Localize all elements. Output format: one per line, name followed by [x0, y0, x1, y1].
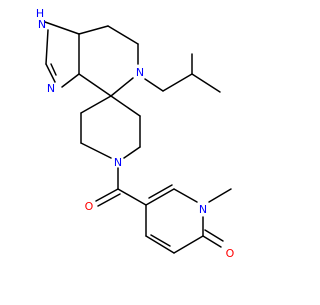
bond [61, 73, 80, 88]
bond [110, 77, 134, 97]
atom-labels: H N N N N O N O [36, 7, 235, 260]
atom-label-h: H [36, 7, 44, 20]
bond [123, 146, 141, 159]
bond [97, 193, 121, 207]
bond [78, 25, 109, 35]
bond [78, 73, 112, 97]
bond [150, 234, 171, 247]
bond [80, 95, 112, 114]
amide-linker [95, 167, 147, 207]
piperidine-ring [80, 95, 141, 159]
bond [173, 188, 198, 203]
bond [202, 235, 222, 248]
bond [162, 73, 193, 92]
bond [173, 235, 204, 254]
bond [191, 73, 221, 93]
bond [148, 184, 173, 199]
atom-label-amine-nitrogen: N [136, 66, 144, 79]
molecule-drawing: H N N N N O N O [36, 7, 235, 260]
tetrahydro-ring [78, 25, 139, 97]
bond [107, 25, 139, 45]
pyridone-ring [145, 184, 232, 254]
atom-label-pyridone-nitrogen: N [199, 203, 207, 216]
bond [95, 188, 119, 202]
bond [80, 142, 112, 159]
bond [117, 188, 147, 206]
atom-label-piperidine-nitrogen: N [114, 156, 122, 169]
bond [44, 21, 80, 35]
bond [110, 95, 141, 117]
bond [50, 63, 57, 76]
isobutyl-group [144, 53, 221, 93]
bond [45, 63, 56, 83]
atom-label-imine-nitrogen: N [47, 82, 55, 95]
bond [208, 188, 232, 203]
atom-label-carbonyl-oxygen: O [85, 200, 94, 213]
bond [145, 188, 175, 206]
imidazole-ring [44, 21, 80, 88]
atom-label-nh-nitrogen: N [38, 18, 46, 31]
bond [145, 235, 175, 254]
bond [144, 78, 164, 92]
bond [45, 29, 49, 65]
bond [204, 229, 224, 242]
structure-diagram: H N N N N O N O [36, 7, 235, 260]
atom-label-pyridone-oxygen: O [226, 247, 235, 260]
